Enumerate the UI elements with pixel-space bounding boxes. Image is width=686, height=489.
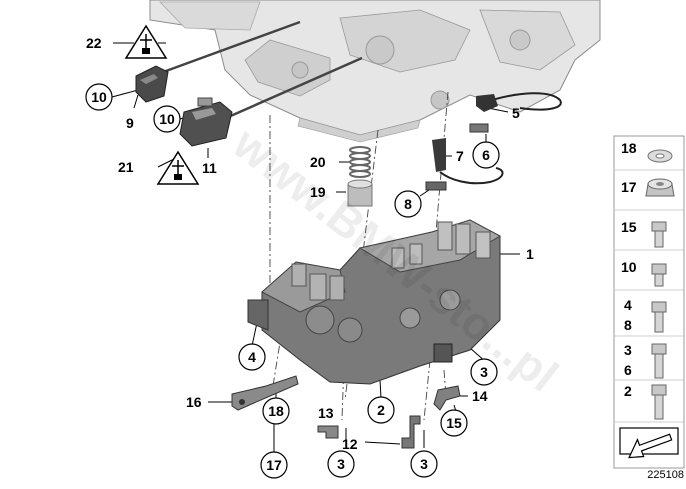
sensor-plug-11 <box>179 56 363 147</box>
svg-text:17: 17 <box>266 457 282 473</box>
callout-2-circle: 2 <box>367 396 395 424</box>
bolt-icon <box>651 263 667 287</box>
svg-text:6: 6 <box>482 147 490 163</box>
legend-label: 10 <box>621 259 637 275</box>
warning-triangle-icon <box>124 24 168 59</box>
callout-8-circle: 8 <box>394 190 422 218</box>
sensor-7 <box>425 138 504 191</box>
legend-label: 18 <box>621 140 637 156</box>
callout-17-circle: 17 <box>260 451 288 479</box>
callout-15-circle: 15 <box>440 409 468 437</box>
callout-10-circle: 10 <box>153 105 181 133</box>
callout-22: 22 <box>86 35 102 51</box>
legend-label: 8 <box>624 317 632 333</box>
clip-12 <box>401 415 421 449</box>
leader-lines <box>111 42 520 452</box>
svg-text:4: 4 <box>248 349 256 365</box>
callout-10-circle: 10 <box>85 83 113 111</box>
callout-9: 9 <box>126 115 134 131</box>
svg-text:10: 10 <box>159 111 175 127</box>
callout-3-circle: 3 <box>410 450 438 478</box>
callout-13: 13 <box>318 405 334 421</box>
legend-label: 2 <box>624 383 632 399</box>
piston-19 <box>347 179 373 207</box>
clip-13 <box>317 425 339 439</box>
callout-7: 7 <box>456 148 464 164</box>
callout-4-circle: 4 <box>238 343 266 371</box>
callout-5: 5 <box>512 105 520 121</box>
callout-1: 1 <box>526 246 534 262</box>
direction-arrow-icon <box>619 427 679 459</box>
clip-14 <box>433 385 461 411</box>
valve-body-1 <box>247 219 502 385</box>
diagram-number: 225108 <box>647 469 684 481</box>
callout-21: 21 <box>118 159 134 175</box>
legend-label: 6 <box>624 362 632 378</box>
washer-icon <box>647 149 673 163</box>
legend-label: 15 <box>621 219 637 235</box>
svg-text:3: 3 <box>337 456 345 472</box>
transmission-housing <box>149 0 601 143</box>
legend-label: 4 <box>624 297 632 313</box>
bracket-16 <box>231 375 299 411</box>
svg-text:3: 3 <box>420 456 428 472</box>
bolt-icon <box>651 301 667 333</box>
legend-label: 3 <box>624 342 632 358</box>
callout-12: 12 <box>342 436 358 452</box>
bolt-icon <box>651 384 667 420</box>
bolt-icon <box>651 343 667 379</box>
sensor-plug-9 <box>135 20 301 103</box>
nut-icon <box>645 178 675 197</box>
svg-text:18: 18 <box>268 403 284 419</box>
callout-16: 16 <box>186 394 202 410</box>
bolt-icon <box>651 221 667 248</box>
callout-19: 19 <box>310 184 326 200</box>
callout-6-circle: 6 <box>472 141 500 169</box>
svg-text:3: 3 <box>480 364 488 380</box>
sensor-5 <box>469 92 562 133</box>
callout-3-circle: 3 <box>470 358 498 386</box>
callout-18-circle: 18 <box>262 397 290 425</box>
svg-text:2: 2 <box>377 402 385 418</box>
callout-11: 11 <box>202 160 217 176</box>
spring-20 <box>349 146 371 178</box>
svg-text:8: 8 <box>404 196 412 212</box>
legend-label: 17 <box>621 179 637 195</box>
callout-14: 14 <box>472 388 488 404</box>
warning-triangle-icon <box>156 150 200 185</box>
fastener-legend: 18 17 15 10 4 8 3 <box>613 135 685 469</box>
callout-20: 20 <box>310 154 326 170</box>
callout-3-circle: 3 <box>327 450 355 478</box>
svg-text:10: 10 <box>91 89 107 105</box>
svg-text:15: 15 <box>446 415 462 431</box>
